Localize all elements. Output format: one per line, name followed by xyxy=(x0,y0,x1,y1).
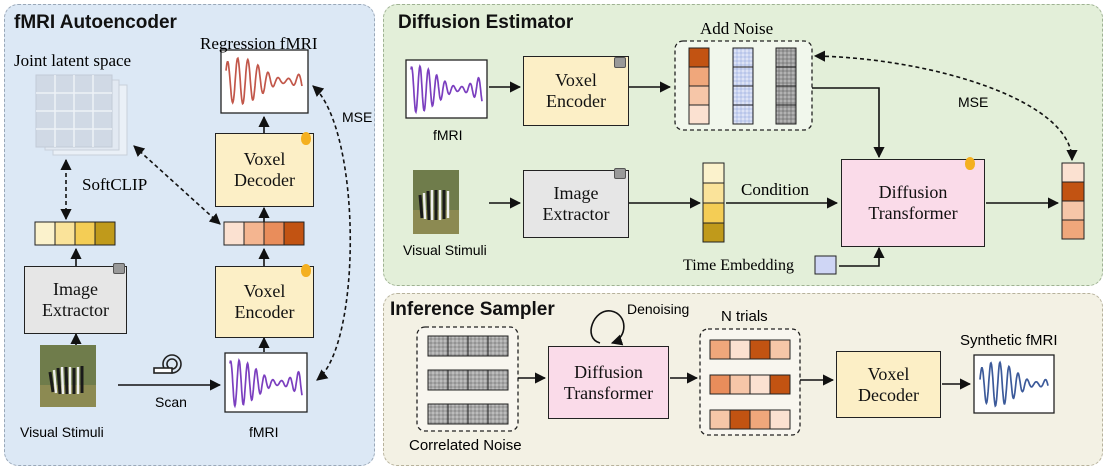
voxel-decoder-inference: Voxel Decoder xyxy=(836,351,941,418)
softclip-label: SoftCLIP xyxy=(82,175,148,194)
voxel-embedding-ae xyxy=(223,221,305,246)
voxel-encoder-ae: Voxel Encoder xyxy=(215,266,314,338)
regression-fmri-label: Regression fMRI xyxy=(200,34,318,53)
denoising-label: Denoising xyxy=(627,301,690,317)
voxel-column xyxy=(688,47,710,125)
image-embedding-ae xyxy=(34,221,116,246)
scanner-icon xyxy=(153,354,182,374)
time-embedding-label: Time Embedding xyxy=(683,257,794,274)
fmri-input-wave xyxy=(229,358,303,409)
lock-icon xyxy=(614,57,626,68)
joint-latent-label: Joint latent space xyxy=(14,51,132,70)
output-voxel-column xyxy=(1061,162,1085,240)
visual-stimuli-label-ae: Visual Stimuli xyxy=(20,424,104,440)
zebra-image-ae xyxy=(40,345,96,407)
fire-icon xyxy=(301,264,311,277)
n-trials-rows xyxy=(709,339,791,430)
joint-latent-grid xyxy=(35,74,128,156)
add-noise-label: Add Noise xyxy=(700,19,774,38)
autoencoder-title: fMRI Autoencoder xyxy=(14,12,177,33)
n-trials-label: N trials xyxy=(721,308,768,325)
voxel-encoder-diffusion: Voxel Encoder xyxy=(523,56,629,126)
fire-icon xyxy=(301,132,311,145)
correlated-noise-label: Correlated Noise xyxy=(409,437,522,454)
regression-fmri-wave xyxy=(225,56,303,106)
condition-label: Condition xyxy=(741,180,810,199)
scan-label: Scan xyxy=(155,394,187,410)
fmri-wave-diffusion xyxy=(410,64,483,115)
mse-label-ae: MSE xyxy=(342,109,373,125)
diffusion-transformer-estimator: Diffusion Transformer xyxy=(841,159,985,247)
inference-title: Inference Sampler xyxy=(390,299,555,320)
fmri-label-ae: fMRI xyxy=(249,424,279,440)
fmri-label-diffusion: fMRI xyxy=(433,127,463,143)
fire-icon xyxy=(965,157,975,170)
zebra-image-diffusion xyxy=(413,170,459,234)
time-embedding-square xyxy=(814,255,837,275)
correlated-noise-rows xyxy=(427,335,509,425)
noise-column-grey xyxy=(775,47,797,125)
image-extractor-diffusion: Image Extractor xyxy=(523,170,629,238)
arrows xyxy=(60,50,1078,391)
synthetic-fmri-wave xyxy=(979,360,1049,408)
mse-label-diffusion: MSE xyxy=(958,94,989,110)
image-embedding-diffusion xyxy=(702,162,725,243)
synthetic-fmri-box xyxy=(973,354,1055,414)
diffusion-title: Diffusion Estimator xyxy=(398,12,574,33)
voxel-decoder-ae: Voxel Decoder xyxy=(215,133,314,207)
lock-icon xyxy=(113,263,125,274)
image-extractor-ae: Image Extractor xyxy=(24,266,127,334)
diffusion-transformer-inference: Diffusion Transformer xyxy=(548,346,669,419)
synthetic-fmri-label: Synthetic fMRI xyxy=(960,332,1058,349)
visual-stimuli-label-diffusion: Visual Stimuli xyxy=(403,242,487,258)
noise-column-blue xyxy=(732,47,754,125)
lock-icon xyxy=(614,168,626,179)
